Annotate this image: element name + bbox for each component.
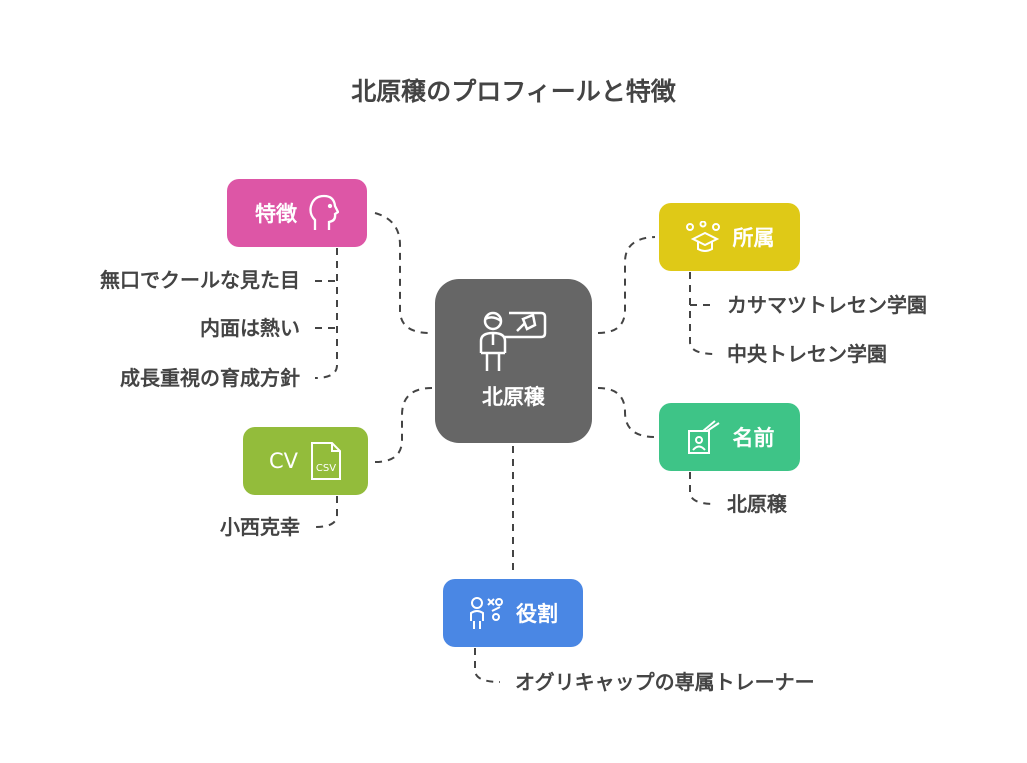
- graduation-group-icon: [685, 221, 720, 252]
- id-card-icon: [687, 420, 720, 454]
- center-label: 北原穣: [482, 385, 545, 409]
- branch-role[interactable]: 役割: [443, 579, 583, 647]
- affiliation-label: 所属: [732, 226, 775, 250]
- cv-item: 小西克幸: [220, 515, 300, 539]
- connector-cv: [374, 387, 433, 463]
- connector-cv-items: [314, 496, 338, 528]
- svg-text:CSV: CSV: [316, 463, 336, 474]
- trainer-badminton-icon: [479, 311, 546, 371]
- csv-file-icon: CSV: [311, 442, 342, 480]
- branch-name[interactable]: 名前: [659, 403, 800, 471]
- connector-affiliation-items: [689, 272, 716, 355]
- traits-item: 無口でクールな見た目: [100, 268, 300, 292]
- strategy-person-icon: [470, 597, 503, 629]
- branch-cv[interactable]: CV CSV: [243, 427, 368, 495]
- branch-traits[interactable]: 特徴: [227, 179, 367, 247]
- traits-item: 内面は熱い: [200, 316, 300, 340]
- center-node[interactable]: 北原穣: [435, 279, 592, 443]
- connector-traits: [374, 212, 431, 334]
- role-label: 役割: [516, 602, 558, 626]
- name-item: 北原穣: [727, 492, 787, 516]
- diagram-title: 北原穣のプロフィールと特徴: [351, 77, 676, 106]
- affiliation-item: カサマツトレセン学園: [727, 293, 927, 317]
- connector-traits-items: [314, 248, 338, 379]
- role-item: オグリキャップの専属トレーナー: [515, 670, 815, 694]
- branch-affiliation[interactable]: 所属: [659, 203, 800, 271]
- traits-label: 特徴: [255, 202, 297, 226]
- traits-item: 成長重視の育成方針: [120, 366, 300, 390]
- name-label: 名前: [732, 426, 775, 450]
- head-profile-icon: [309, 194, 339, 230]
- connector-affiliation: [597, 236, 656, 334]
- connector-name: [597, 387, 656, 438]
- connector-name-items: [689, 472, 716, 505]
- connector-role-items: [474, 648, 501, 683]
- affiliation-item: 中央トレセン学園: [727, 342, 887, 366]
- cv-label: CV: [268, 449, 299, 473]
